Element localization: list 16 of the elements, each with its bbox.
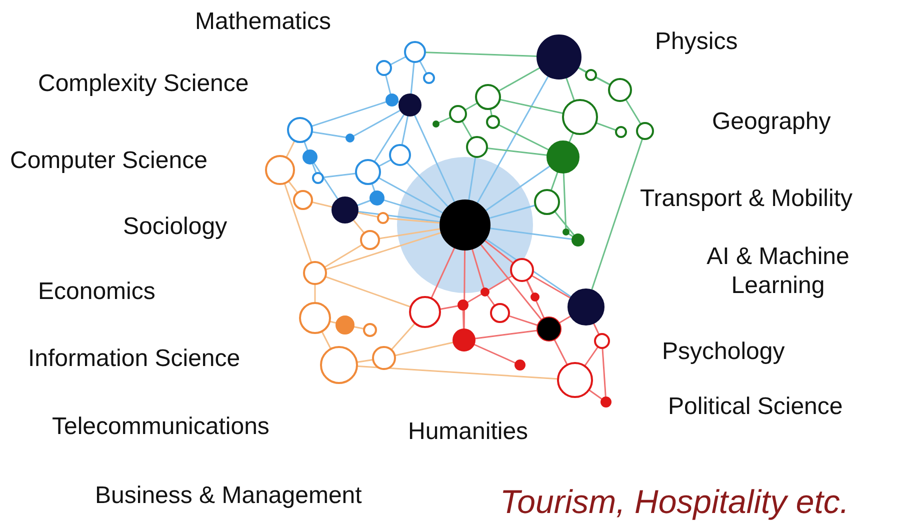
field-label: Information Science (28, 345, 240, 374)
field-label: Transport & Mobility (640, 185, 853, 214)
field-label: Political Science (668, 393, 843, 422)
field-label: Geography (712, 108, 831, 137)
field-label: Humanities (408, 418, 528, 447)
field-label: Mathematics (195, 8, 332, 37)
field-label: Telecommunications (52, 413, 270, 442)
field-label: Business & Management (95, 482, 362, 511)
field-label: Sociology (123, 213, 228, 242)
field-label: Computer Science (10, 147, 208, 176)
field-label: Psychology (662, 338, 785, 367)
field-label: AI & Machine Learning (706, 243, 850, 301)
field-label: Physics (655, 28, 738, 57)
footnote-text: Tourism, Hospitality etc. (500, 482, 850, 522)
field-label: Economics (38, 278, 156, 307)
field-label: Complexity Science (38, 70, 249, 99)
